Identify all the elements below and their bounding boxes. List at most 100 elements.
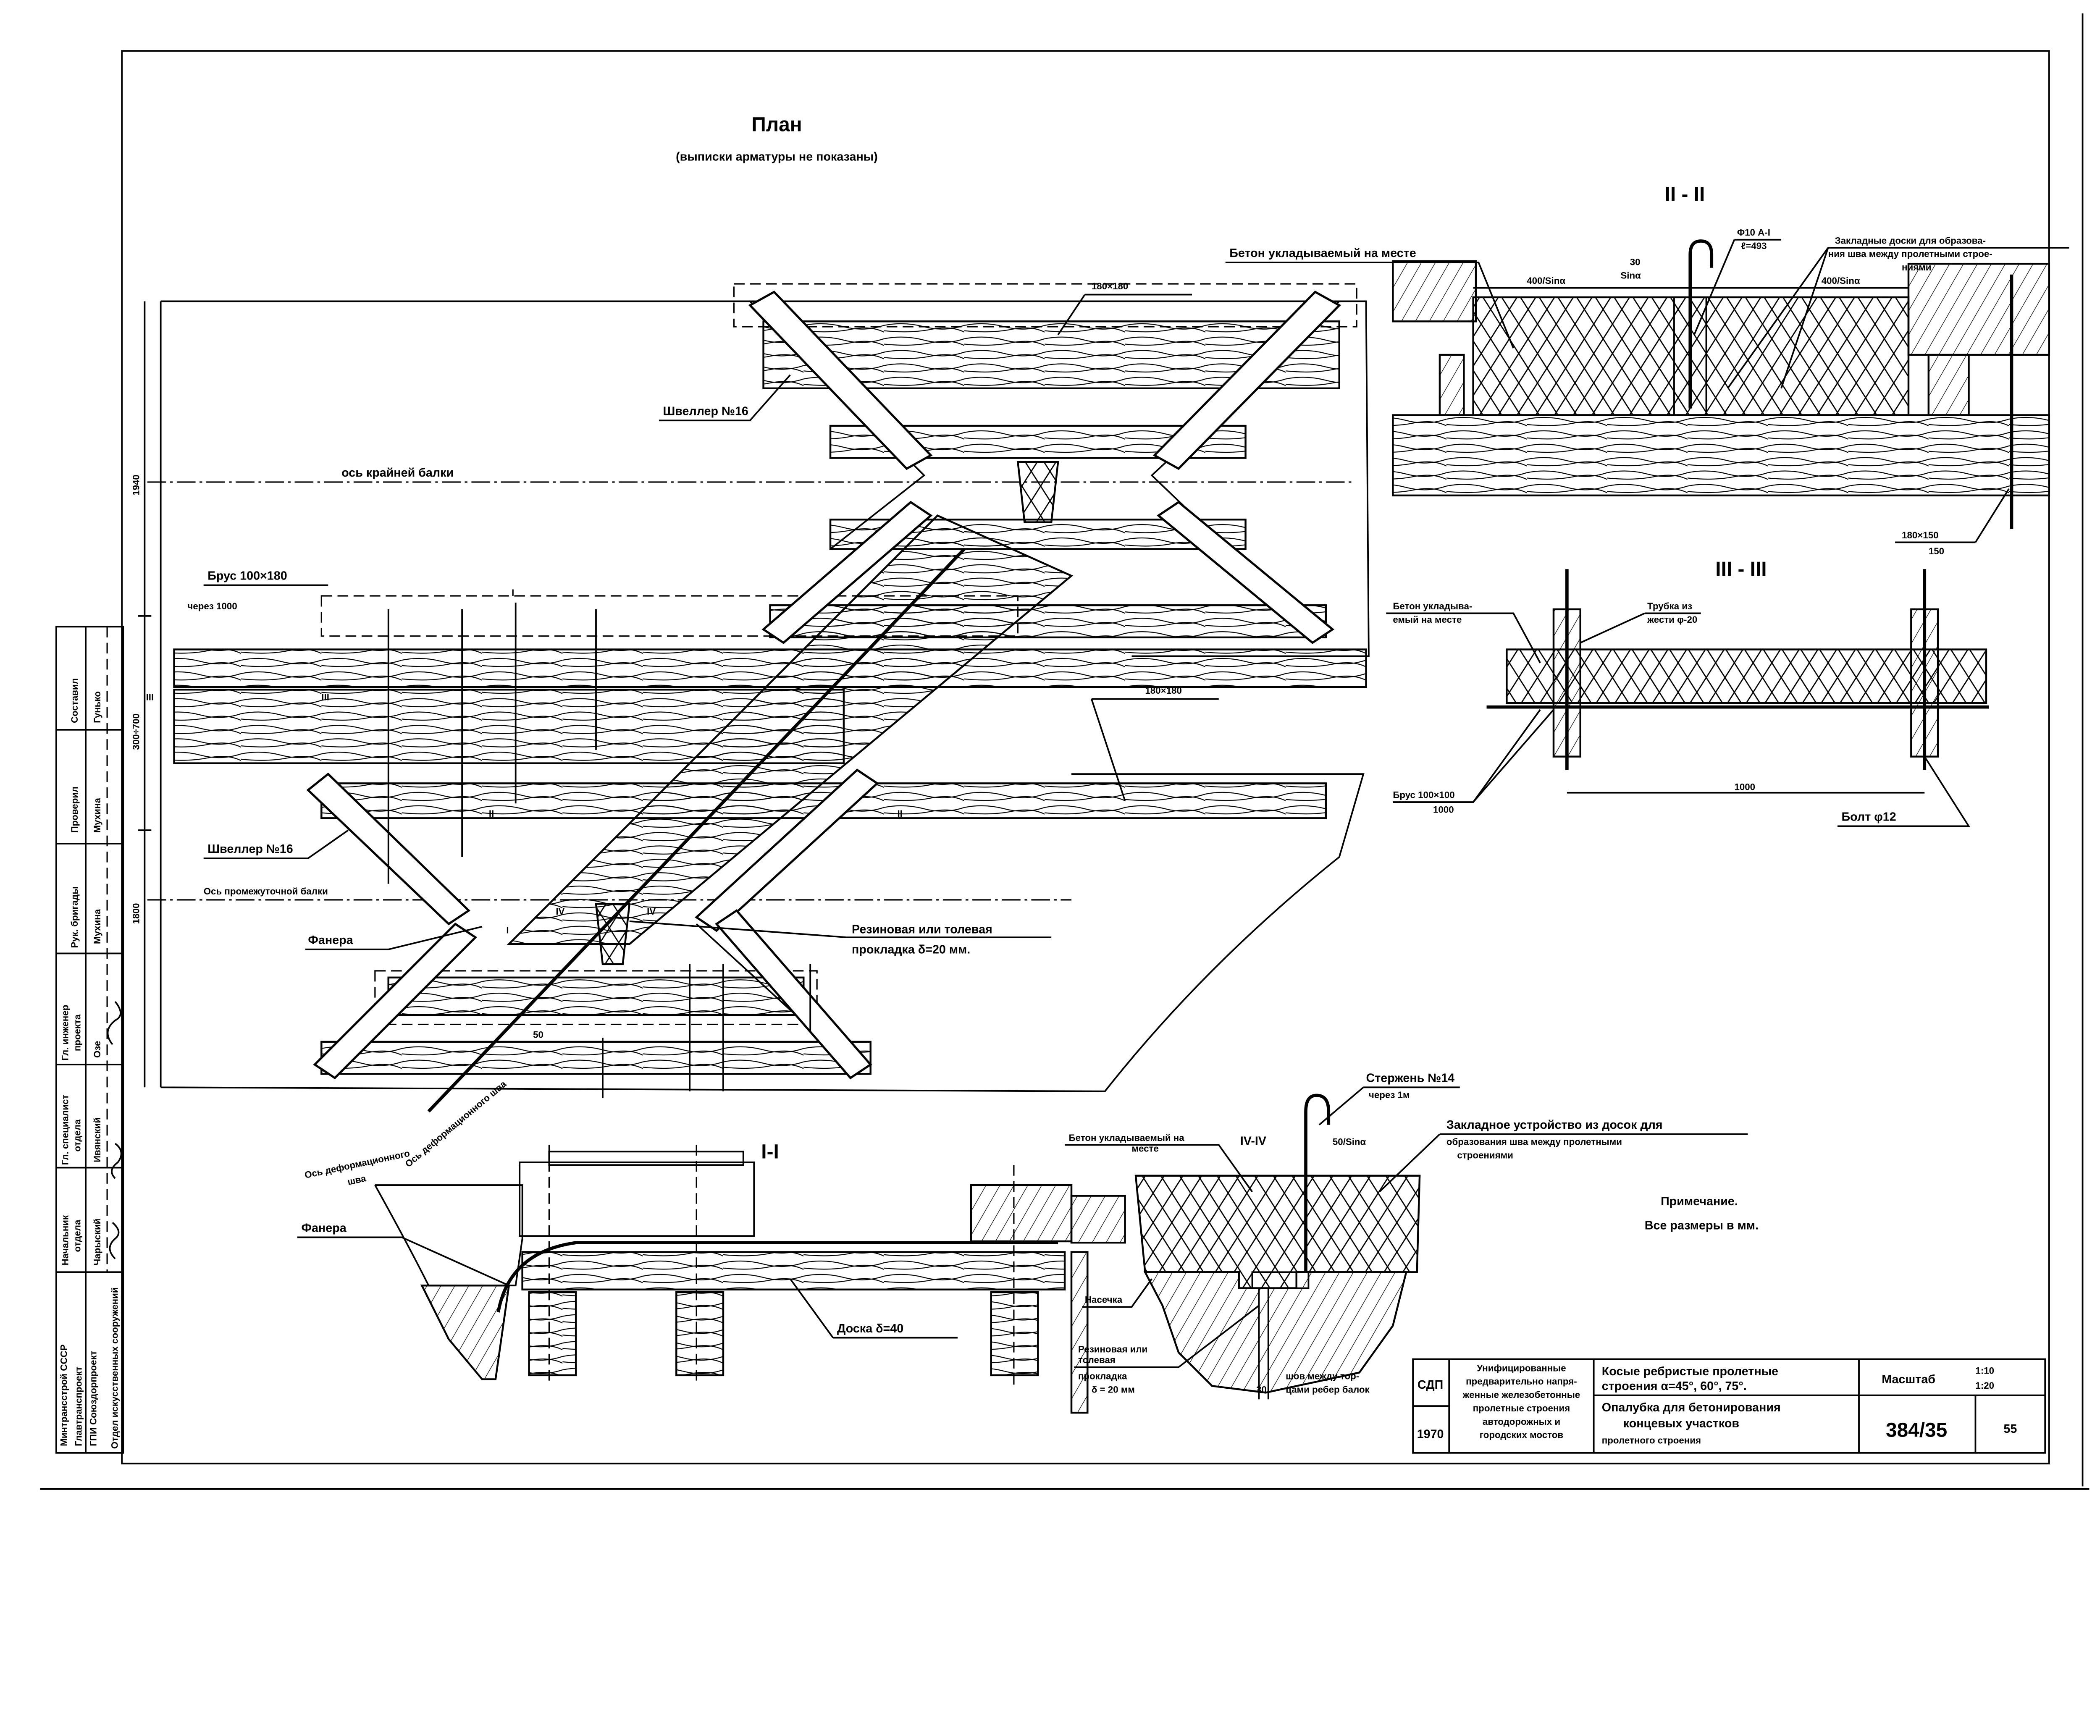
- note-text: Все размеры в мм.: [1645, 1219, 1759, 1232]
- section-mark-IV: IV: [647, 906, 656, 917]
- section-III-III: III - III 1000 Бетон укладыва- емый на м…: [1386, 558, 1989, 827]
- leader: [1379, 1133, 1748, 1193]
- stamp-org-line: Главтранспроект: [74, 1366, 84, 1446]
- leader: [1837, 756, 1970, 827]
- left-cantilever: [374, 1184, 523, 1287]
- stamp-role-2: проекта: [72, 1014, 82, 1051]
- label-pad-line4: δ = 20 мм: [1092, 1384, 1135, 1395]
- sheet-border: [121, 50, 2050, 1465]
- section-mark-I: I: [512, 587, 514, 598]
- section-mark-II: II: [489, 808, 494, 819]
- label-seam-line1: шов между тор-: [1286, 1371, 1359, 1381]
- stamp-role: Рук. бригады: [69, 886, 80, 948]
- plate: [1251, 1271, 1310, 1289]
- timber: [320, 1041, 872, 1075]
- label-bolt: Болт φ12: [1842, 810, 1896, 824]
- section-mark-III: III: [321, 692, 329, 703]
- section-IV-IV: IV-IV Стержень №14 через 1м Бетон уклады…: [1065, 1072, 1748, 1414]
- section-IV-title: IV-IV: [1240, 1134, 1266, 1148]
- label-bar-spacing: через 1000: [187, 601, 237, 611]
- label-dim-50: 50/Sinα: [1333, 1136, 1366, 1147]
- label-tube-line2: жести φ-20: [1647, 614, 1697, 625]
- stamp-org-line: Отдел искусственных сооружений: [110, 1287, 120, 1449]
- timber: [387, 976, 805, 1016]
- label-concrete-line1: Бетон укладыва-: [1393, 601, 1472, 611]
- label-dim-50: 50: [533, 1029, 543, 1040]
- stamp-role: Начальник: [60, 1215, 71, 1265]
- label-notch: Насечка: [1085, 1295, 1123, 1305]
- stamp-role: Гл. специалист: [60, 1095, 71, 1165]
- label-pad-line3: прокладка: [1078, 1371, 1127, 1381]
- label-pad-line2: прокладка δ=20 мм.: [852, 943, 970, 956]
- drawing-number: 384/35: [1886, 1419, 1947, 1442]
- series-line: предварительно напря-: [1466, 1376, 1577, 1387]
- stamp-role-2: отдела: [72, 1219, 82, 1252]
- label-channel-1: Швеллер №16: [663, 405, 748, 418]
- channel-brace: [715, 909, 872, 1080]
- stamp-role: Составил: [69, 678, 80, 723]
- signature: [107, 1001, 122, 1259]
- sheet-title-line: пролетного строения: [1602, 1435, 1701, 1445]
- stamp-org-line: ГПИ Союздорпроект: [88, 1351, 99, 1446]
- title-block: СДП 1970 Унифицированные предварительно …: [1412, 1358, 2046, 1454]
- section-I-title: I-I: [761, 1141, 779, 1163]
- leader: [1318, 1086, 1460, 1126]
- label-dim-30: 30: [1256, 1384, 1267, 1395]
- section-mark-II: II: [897, 808, 902, 819]
- timber-beam-180x150: [1392, 414, 2050, 497]
- label-rod-line2: через 1м: [1369, 1090, 1410, 1100]
- label-pad-line1: Резиновая или толевая: [852, 923, 992, 936]
- label-dim-30-top: 30: [1630, 257, 1641, 267]
- leader: [789, 1278, 958, 1339]
- plywood-block: [1016, 461, 1059, 523]
- sheet-title-line: Опалубка для бетонирования: [1602, 1401, 1781, 1414]
- timber-post: [1927, 354, 1970, 416]
- leader: [1727, 247, 2069, 389]
- channel-brace: [313, 922, 478, 1080]
- right-block: [970, 1184, 1073, 1243]
- label-concrete-line2: емый на месте: [1393, 614, 1462, 625]
- abutment: [420, 1284, 510, 1380]
- plan-view: План (выписки арматуры не показаны): [131, 113, 1370, 1169]
- label-rod-line1: Стержень №14: [1366, 1072, 1455, 1085]
- label-channel-2: Швеллер №16: [207, 842, 293, 856]
- leader: [297, 1236, 509, 1286]
- label-timber-bottom: 150: [1929, 546, 1944, 556]
- subject-line: строения α=45°, 60°, 75°.: [1602, 1379, 1747, 1393]
- label-board: Доска δ=40: [837, 1322, 903, 1335]
- label-bar: Брус 100×180: [207, 569, 287, 583]
- stamp-name: Гунько: [92, 691, 102, 723]
- org-code: СДП: [1418, 1378, 1443, 1392]
- label-boards-line2: ния шва между пролетными строе-: [1828, 249, 1992, 259]
- left-timber: [1070, 1195, 1126, 1244]
- leader: [1074, 1305, 1260, 1368]
- channel-brace: [761, 501, 933, 644]
- stamp-name: Мухина: [92, 798, 102, 833]
- joint-axis-line: [427, 548, 966, 1113]
- label-inner-beam-axis: Ось промежуточной балки: [204, 886, 328, 897]
- dashed-timber: [733, 283, 1357, 328]
- stamp-role-2: отдела: [72, 1119, 82, 1151]
- post: [528, 1291, 577, 1377]
- label-boards-line3: ниями: [1902, 262, 1931, 273]
- timber-block-left: [1392, 260, 1477, 323]
- dim-1940: 1940: [131, 475, 142, 496]
- leader: [1065, 1144, 1253, 1193]
- sheet-title-line: концевых участков: [1623, 1417, 1739, 1430]
- approval-stamp: Составил Гунько Проверил Мухина Рук. бри…: [55, 626, 124, 1454]
- scale-1: 1:10: [1975, 1366, 1994, 1376]
- leader: [1225, 262, 1515, 349]
- rod-14: [1304, 1094, 1331, 1272]
- leader: [1057, 294, 1192, 336]
- leader: [203, 829, 349, 859]
- subject-line: Косые ребристые пролетные: [1602, 1365, 1778, 1378]
- label-boards-line1: Закладные доски для образова-: [1835, 235, 1986, 246]
- label-joint-axis-line2: шва: [346, 1173, 367, 1187]
- series-line: женные железобетонные: [1462, 1390, 1580, 1400]
- notch-outline: [320, 301, 1340, 1072]
- stamp-org-line: Минтрансстрой СССР: [58, 1344, 69, 1446]
- label-device-line1: Закладное устройство из досок для: [1446, 1118, 1663, 1132]
- stamp-role: Проверил: [69, 787, 80, 833]
- label-concrete: Бетон укладываемый на месте: [1229, 247, 1416, 260]
- label-device-line2: образования шва между пролетными: [1446, 1136, 1622, 1147]
